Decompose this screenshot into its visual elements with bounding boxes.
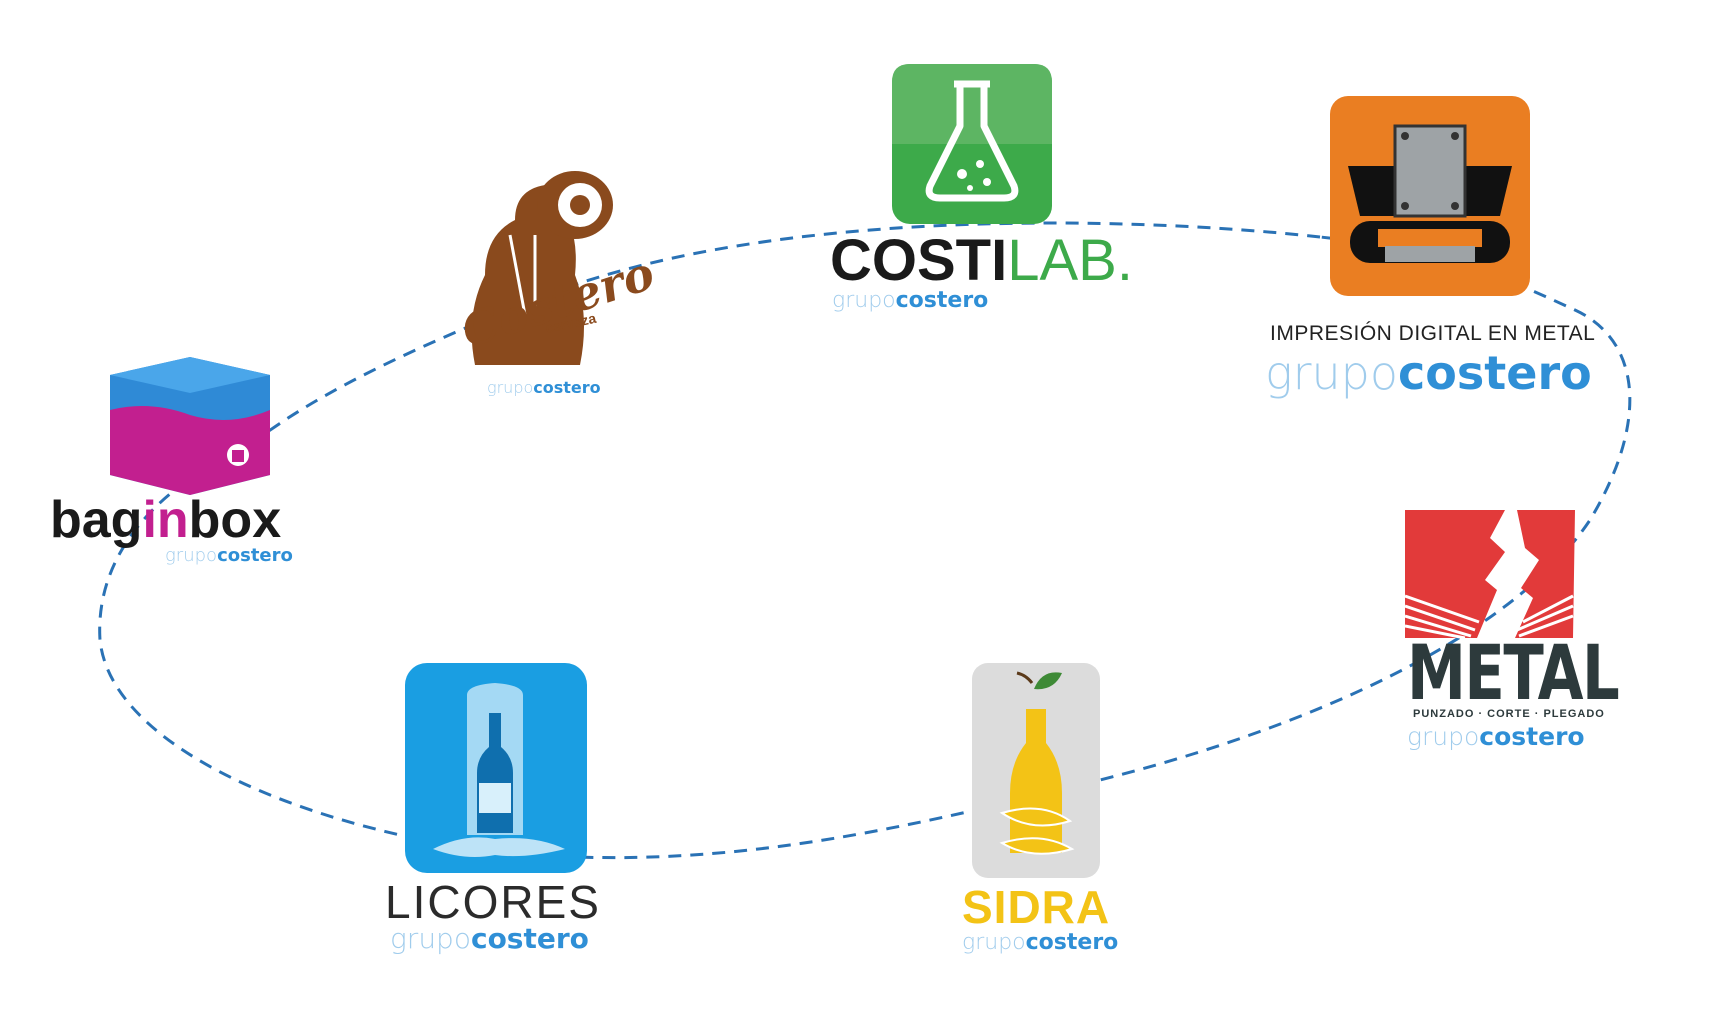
baginbox-title-a: bag <box>50 491 143 549</box>
group-label-bold: costero <box>1025 930 1119 955</box>
cracked-sheet-icon <box>1405 510 1575 640</box>
metal-subtitle: PUNZADO · CORTE · PLEGADO <box>1413 708 1605 720</box>
costilab-title-green: LAB. <box>1007 228 1133 293</box>
group-label-bold: costero <box>533 378 601 397</box>
apple-bottle-icon <box>972 663 1100 878</box>
group-label-light: grupo <box>487 378 534 397</box>
group-label-bold: costero <box>217 545 293 566</box>
group-label-light: grupo <box>390 922 471 955</box>
metal-logo: METAL PUNZADO · CORTE · PLEGADO grupocos… <box>1395 510 1625 751</box>
group-label-light: grupo <box>962 930 1026 955</box>
baginbox-title-b: in <box>142 491 189 549</box>
box-icon <box>110 357 270 495</box>
sidra-title: SIDRA <box>962 881 1111 933</box>
impresion-title: IMPRESIÓN DIGITAL EN METAL <box>1270 322 1596 345</box>
flask-icon <box>892 64 1052 224</box>
costilab-title-dark: COSTI <box>830 228 1008 293</box>
baginbox-title-c: box <box>188 491 282 549</box>
keg-man-icon <box>471 171 613 365</box>
group-label-bold: costero <box>895 288 989 313</box>
group-label-bold: costero <box>470 922 589 955</box>
group-label-light: grupo <box>832 288 896 313</box>
baginbox-logo: baginbox grupocostero <box>50 355 330 575</box>
licores-logo: LICORES grupocostero <box>380 660 620 960</box>
costilab-logo: COSTILAB. grupocostero <box>820 60 1140 320</box>
group-label-bold: costero <box>1398 346 1592 400</box>
group-label-light: grupo <box>165 545 218 566</box>
ice-bottle-icon <box>405 663 587 873</box>
licores-title: LICORES <box>385 876 601 928</box>
group-label-light: grupo <box>1265 346 1399 400</box>
group-label-bold: costero <box>1479 722 1585 751</box>
impresion-logo: IMPRESIÓN DIGITAL EN METAL grupocostero <box>1255 90 1595 400</box>
metal-title: METAL <box>1407 628 1620 717</box>
press-icon <box>1330 96 1530 296</box>
sidra-logo: SIDRA grupocostero <box>945 660 1145 960</box>
cerveza-logo: Costero cerveza grupocostero <box>445 165 661 405</box>
group-label-light: grupo <box>1407 722 1480 751</box>
